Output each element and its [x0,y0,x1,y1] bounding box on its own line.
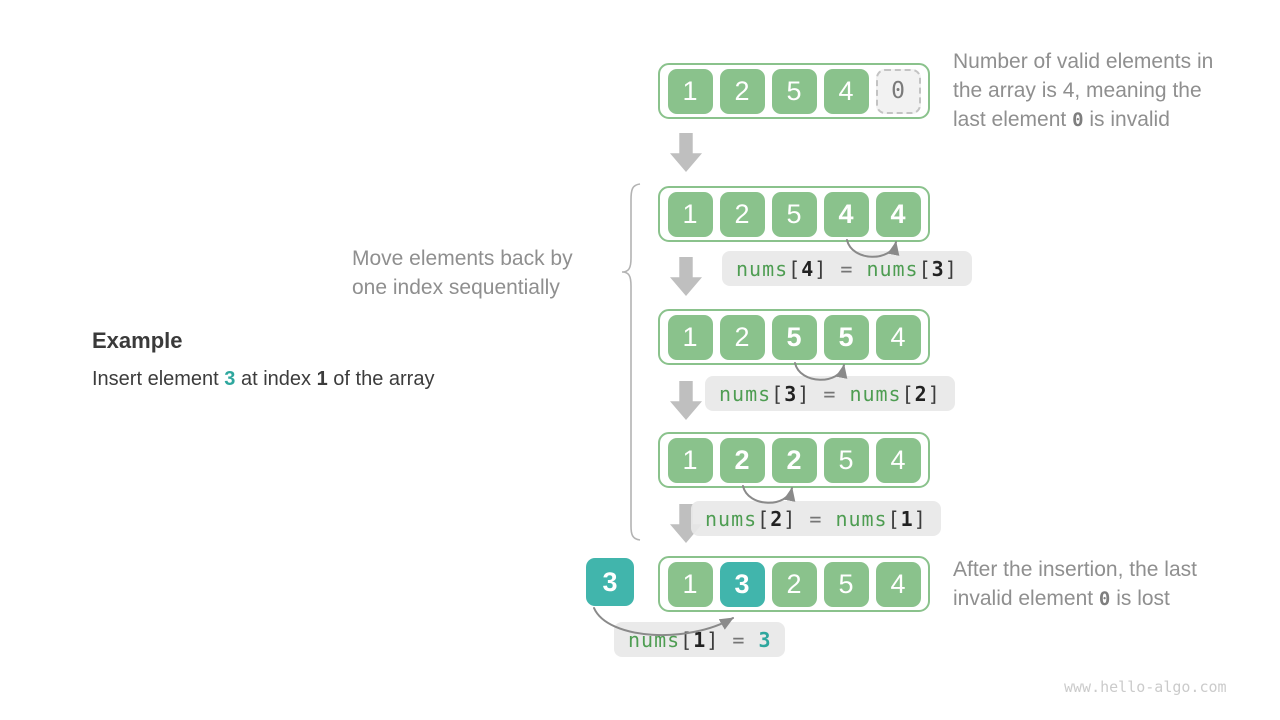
example-title: Example [92,328,183,353]
code-equals: = [796,506,836,531]
array-cell-moved: 4 [823,191,869,237]
array-cell: 1 [667,68,713,114]
bottom-note: After the insertion, the last invalid el… [953,555,1197,614]
array-cell: 2 [719,314,765,360]
top-note-text: is invalid [1083,108,1170,131]
code-bracket: ] [783,506,797,531]
code-fn: nums [866,256,919,281]
code-fn: nums [628,627,681,652]
assignment-label: nums[1] = 3 [614,622,786,657]
code-bracket: [ [788,256,802,281]
array-cell: 2 [771,561,817,607]
array-cell-moved: 4 [875,191,921,237]
code-index: 1 [693,627,707,652]
code-fn: nums [849,381,902,406]
code-equals: = [719,627,759,652]
top-note-line: last element 0 is invalid [953,105,1213,135]
move-note-line: Move elements back by [352,247,573,270]
example-text: Insert element [92,368,225,390]
array-cell: 1 [667,314,713,360]
code-bracket: [ [918,256,932,281]
inserted-value-box: 3 [586,558,634,606]
array-cell: 4 [875,314,921,360]
bottom-note-text: is lost [1110,587,1170,610]
code-bracket: [ [771,381,785,406]
top-note-text: last element [953,108,1073,131]
array-cell-invalid: 0 [875,68,921,114]
array-cell: 5 [771,191,817,237]
code-fn: nums [736,256,789,281]
down-arrow-icon [670,133,702,172]
code-bracket: ] [797,381,811,406]
bottom-note-line: invalid element 0 is lost [953,584,1197,614]
code-index: 2 [770,506,784,531]
assignment-label: nums[2] = nums[1] [691,501,941,536]
code-index: 3 [784,381,798,406]
curly-brace-icon [621,183,641,541]
array-cell-moved: 2 [771,437,817,483]
code-index: 4 [801,256,815,281]
example-text: at index [235,368,317,390]
array-cell: 2 [719,68,765,114]
array-row-initial: 1 2 5 4 0 [658,63,930,119]
example-index: 1 [316,368,328,390]
bottom-note-line: After the insertion, the last [953,558,1197,581]
array-row-step2: 1 2 5 5 4 [658,309,930,365]
code-bracket: [ [887,506,901,531]
assignment-label: nums[3] = nums[2] [705,376,955,411]
example-text: of the array [327,368,435,390]
example-value: 3 [224,368,236,390]
code-bracket: ] [927,381,941,406]
code-fn: nums [719,381,772,406]
array-cell: 2 [719,191,765,237]
code-index: 3 [931,256,945,281]
array-cell: 5 [771,68,817,114]
code-bracket: [ [680,627,694,652]
array-row-step1: 1 2 5 4 4 [658,186,930,242]
code-bracket: [ [901,381,915,406]
code-equals: = [827,256,867,281]
array-cell: 1 [667,561,713,607]
array-cell-inserted: 3 [719,561,765,607]
top-note: Number of valid elements in the array is… [953,47,1213,135]
array-cell: 5 [823,561,869,607]
code-index: 2 [914,381,928,406]
site-watermark: www.hello-algo.com [1064,678,1227,696]
code-fn: nums [835,506,888,531]
array-cell: 1 [667,191,713,237]
code-bracket: [ [757,506,771,531]
code-bracket: ] [814,256,828,281]
code-value: 3 [758,627,772,652]
array-cell-moved: 5 [771,314,817,360]
array-row-step3: 1 2 2 5 4 [658,432,930,488]
move-note: Move elements back by one index sequenti… [352,244,573,302]
array-cell: 5 [823,437,869,483]
array-cell: 1 [667,437,713,483]
array-cell: 4 [875,561,921,607]
down-arrow-icon [670,381,702,420]
example-description: Insert element 3 at index 1 of the array [92,368,434,391]
move-note-line: one index sequentially [352,276,560,299]
array-cell: 4 [823,68,869,114]
top-note-line: the array is 4, meaning the [953,79,1202,102]
down-arrow-icon [670,257,702,296]
assignment-label: nums[4] = nums[3] [722,251,972,286]
code-index: 1 [900,506,914,531]
top-note-line: Number of valid elements in [953,50,1214,73]
code-bracket: ] [944,256,958,281]
array-cell-moved: 5 [823,314,869,360]
array-cell: 4 [875,437,921,483]
code-bracket: ] [706,627,720,652]
bottom-note-text: invalid element [953,587,1099,610]
array-cell-moved: 2 [719,437,765,483]
code-bracket: ] [913,506,927,531]
top-note-code: 0 [1072,109,1084,131]
bottom-note-code: 0 [1098,588,1111,610]
array-row-final: 1 3 2 5 4 [658,556,930,612]
code-fn: nums [705,506,758,531]
code-equals: = [810,381,850,406]
